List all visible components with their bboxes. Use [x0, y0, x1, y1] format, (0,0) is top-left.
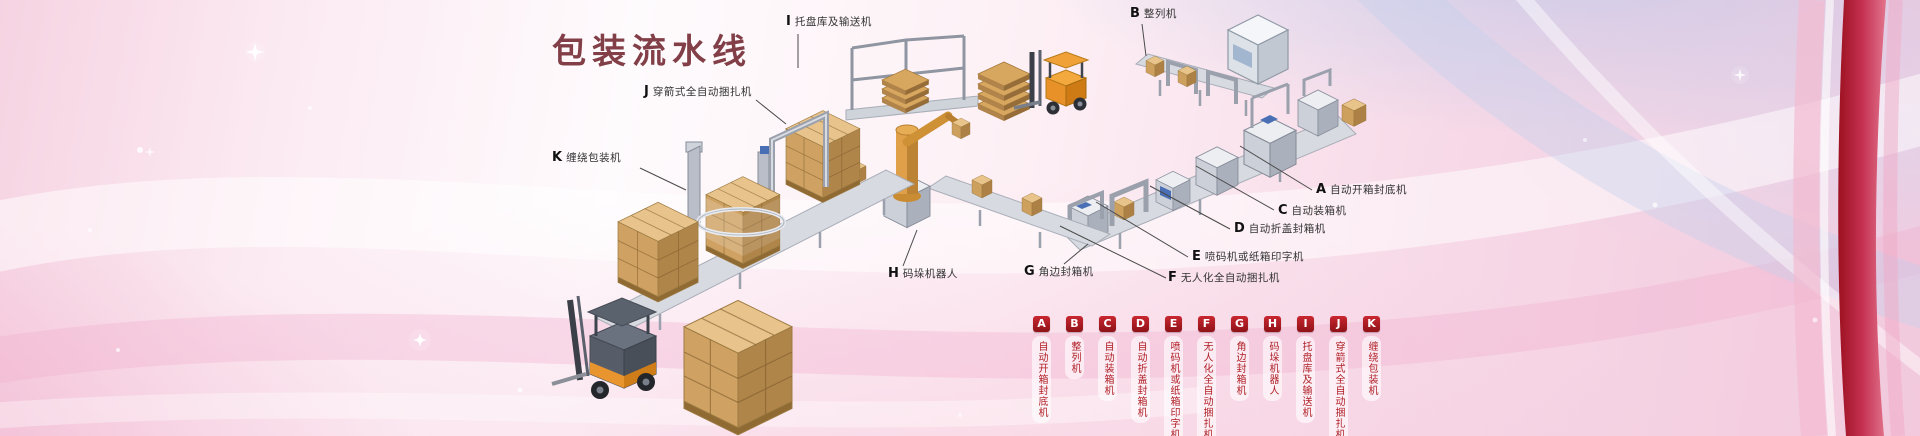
legend-item-e: E 喷码机或纸箱印字机 [1164, 316, 1183, 436]
legend-badge: D [1132, 316, 1149, 332]
case-opener-machine [1297, 67, 1367, 137]
callout-letter: B [1130, 6, 1140, 21]
callout-letter: K [552, 150, 563, 165]
leader-lines [639, 23, 1313, 279]
callout-letter: E [1192, 249, 1201, 264]
legend: A 自动开箱封底机 B 整列机 C 自动装箱机 D 自动折盖封箱机 E 喷码机或… [1032, 316, 1381, 436]
legend-item-h: H 码垛机器人 [1263, 316, 1282, 436]
callout-label: 角边封箱机 [1038, 266, 1094, 278]
pallet-dispenser [845, 34, 979, 121]
pallet-stack [785, 110, 861, 203]
callout-label: 穿箭式全自动捆扎机 [652, 86, 752, 98]
legend-item-d: D 自动折盖封箱机 [1131, 316, 1150, 436]
callout-letter: F [1168, 270, 1177, 285]
pallet-stack-large [683, 299, 793, 436]
legend-badge: C [1099, 316, 1116, 332]
page-title: 包装流水线 [552, 32, 752, 72]
right-red-ribbon [1793, 0, 1905, 436]
callout-label: 码垛机器人 [902, 268, 958, 280]
legend-label: 穿箭式全自动捆扎机 [1329, 336, 1348, 436]
palletizing-robot [883, 111, 971, 229]
legend-label: 码垛机器人 [1263, 336, 1282, 401]
callout-label: 自动开箱封底机 [1330, 184, 1408, 196]
legend-badge: E [1165, 316, 1182, 332]
callout-label: 自动折盖封箱机 [1248, 223, 1326, 235]
inkjet-printer-machine [1155, 170, 1191, 211]
callout-palletizing-robot: H 码垛机器人 [888, 266, 958, 281]
legend-badge: K [1363, 316, 1380, 332]
callout-pallet-conveyor: I 托盘库及输送机 [786, 14, 872, 29]
callout-unmanned-strapper: F 无人化全自动捆扎机 [1168, 270, 1280, 285]
callout-label: 整列机 [1143, 8, 1177, 20]
legend-item-i: I 托盘库及输送机 [1296, 316, 1315, 436]
legend-badge: B [1066, 316, 1083, 332]
flap-folder-machine [1195, 146, 1239, 196]
carton-line [1061, 67, 1367, 251]
callout-label: 无人化全自动捆扎机 [1180, 272, 1280, 284]
case-packer-machine [1243, 82, 1297, 178]
callout-letter: D [1234, 221, 1245, 236]
legend-item-g: G 角边封箱机 [1230, 316, 1249, 436]
callout-label: 缠绕包装机 [566, 152, 622, 164]
background-ribbons [0, 0, 1920, 384]
legend-item-j: J 穿箭式全自动捆扎机 [1329, 316, 1348, 436]
legend-badge: A [1033, 316, 1050, 332]
strapping-arch-j [757, 110, 829, 212]
callout-flap-folding-sealer: D 自动折盖封箱机 [1234, 221, 1326, 236]
callout-letter: C [1278, 203, 1288, 218]
legend-label: 无人化全自动捆扎机 [1197, 336, 1216, 436]
callout-inkjet-printer: E 喷码机或纸箱印字机 [1192, 249, 1304, 264]
legend-item-a: A 自动开箱封底机 [1032, 316, 1051, 436]
callout-letter: J [644, 84, 649, 99]
pallet-stack [617, 201, 699, 303]
legend-label: 自动开箱封底机 [1032, 336, 1051, 423]
legend-item-f: F 无人化全自动捆扎机 [1197, 316, 1216, 436]
callout-letter: A [1316, 182, 1327, 197]
callout-wrapping-machine: K 缠绕包装机 [552, 150, 621, 165]
legend-badge: J [1330, 316, 1347, 332]
callout-letter: G [1024, 264, 1035, 279]
legend-label: 喷码机或纸箱印字机 [1164, 336, 1183, 436]
callout-label: 托盘库及输送机 [794, 16, 872, 28]
callout-arrow-strapper: J 穿箭式全自动捆扎机 [644, 84, 752, 99]
callout-corner-sealer: G 角边封箱机 [1024, 264, 1094, 279]
callout-letter: H [888, 266, 899, 281]
forklift-dark [551, 295, 658, 399]
wrap-ring [696, 198, 786, 256]
legend-badge: I [1297, 316, 1314, 332]
legend-item-b: B 整列机 [1065, 316, 1084, 436]
legend-item-c: C 自动装箱机 [1098, 316, 1117, 436]
callout-label: 喷码机或纸箱印字机 [1204, 251, 1304, 263]
callout-case-packer: C 自动装箱机 [1278, 203, 1347, 218]
callout-label: 自动装箱机 [1291, 205, 1347, 217]
legend-label: 自动装箱机 [1098, 336, 1117, 401]
legend-label: 角边封箱机 [1230, 336, 1249, 401]
legend-badge: G [1231, 316, 1248, 332]
legend-label: 托盘库及输送机 [1296, 336, 1315, 423]
legend-label: 缠绕包装机 [1362, 336, 1381, 401]
aligning-machine-line [1134, 14, 1289, 116]
sparkles [88, 42, 1818, 417]
callout-aligning-machine: B 整列机 [1130, 6, 1177, 21]
legend-item-k: K 缠绕包装机 [1362, 316, 1381, 436]
callout-letter: I [786, 14, 791, 29]
legend-badge: H [1264, 316, 1281, 332]
forklift-orange [977, 50, 1090, 122]
legend-label: 整列机 [1065, 336, 1084, 379]
callout-case-opener-sealer: A 自动开箱封底机 [1316, 182, 1407, 197]
legend-label: 自动折盖封箱机 [1131, 336, 1150, 423]
legend-badge: F [1198, 316, 1215, 332]
